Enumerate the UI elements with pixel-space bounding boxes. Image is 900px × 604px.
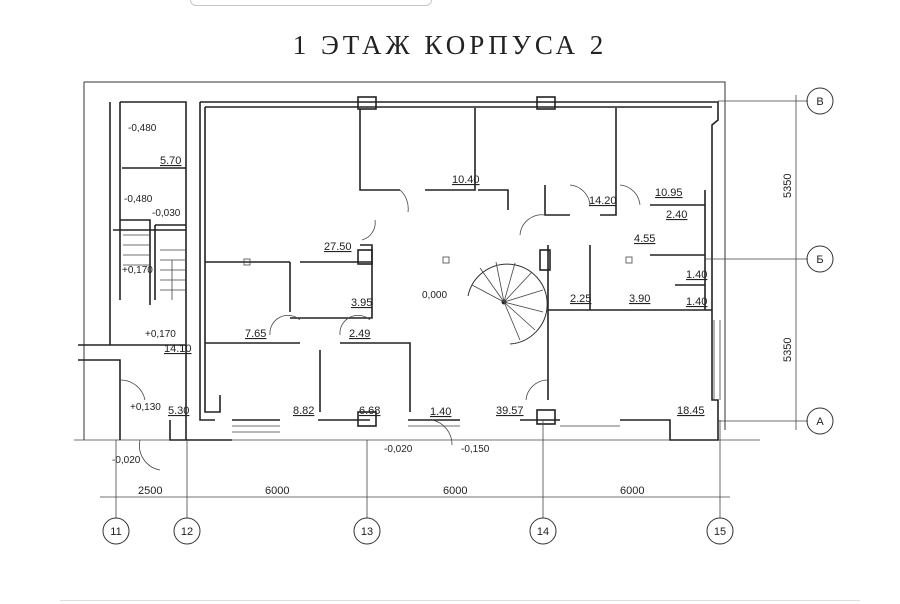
axis-label: В bbox=[816, 96, 823, 108]
room-area: 39.57 bbox=[496, 405, 524, 417]
level-mark: +0,130 bbox=[130, 402, 161, 413]
room-area: 14.10 bbox=[164, 343, 192, 355]
room-area: 5.70 bbox=[160, 155, 181, 167]
room-area: 1.40 bbox=[430, 406, 451, 418]
axis-label: 12 bbox=[181, 526, 193, 538]
dimension-label: 6000 bbox=[620, 485, 644, 497]
dimension-label: 5350 bbox=[782, 338, 794, 362]
dimension-lines: 2500 6000 6000 6000 5350 5350 bbox=[100, 95, 808, 518]
axis-label: 11 bbox=[110, 526, 121, 538]
level-marks: -0,480 -0,480 -0,030 +0,170 +0,170 +0,13… bbox=[112, 123, 490, 466]
room-area: 27.50 bbox=[324, 241, 352, 253]
level-mark: -0,480 bbox=[128, 123, 157, 134]
dimension-label: 6000 bbox=[265, 485, 289, 497]
level-mark: -0,020 bbox=[112, 455, 141, 466]
room-area: 4.55 bbox=[634, 233, 655, 245]
level-mark: -0,480 bbox=[124, 194, 153, 205]
axis-label: 14 bbox=[537, 526, 549, 538]
room-area: 1.40 bbox=[686, 269, 707, 281]
dimension-label: 6000 bbox=[443, 485, 467, 497]
room-area: 10.95 bbox=[655, 187, 683, 199]
plan-title: 1 ЭТАЖ КОРПУСА 2 bbox=[292, 30, 608, 60]
level-mark: -0,150 bbox=[461, 444, 490, 455]
room-area-labels: 5.70 10.40 14.20 10.95 2.40 4.55 27.50 3… bbox=[160, 155, 707, 418]
axis-label: 15 bbox=[714, 526, 726, 538]
room-area: 7.65 bbox=[245, 328, 266, 340]
level-mark: -0,020 bbox=[384, 444, 413, 455]
room-area: 3.95 bbox=[351, 297, 372, 309]
level-mark: +0,170 bbox=[122, 265, 153, 276]
level-mark: +0,170 bbox=[145, 329, 176, 340]
room-area: 8.82 bbox=[293, 405, 314, 417]
room-area: 2.25 bbox=[570, 293, 591, 305]
level-mark: -0,030 bbox=[152, 208, 181, 219]
doors bbox=[119, 184, 641, 471]
dimension-label: 5350 bbox=[782, 174, 794, 198]
spiral-staircase bbox=[467, 261, 548, 345]
level-mark: 0,000 bbox=[422, 290, 447, 301]
windows bbox=[232, 320, 721, 433]
frame-lines bbox=[74, 81, 760, 441]
room-area: 10.40 bbox=[452, 174, 480, 186]
room-area: 14.20 bbox=[589, 195, 617, 207]
room-area: 2.40 bbox=[666, 209, 687, 221]
room-area: 1.40 bbox=[686, 296, 707, 308]
room-area: 18.45 bbox=[677, 405, 705, 417]
axis-label: 13 bbox=[361, 526, 373, 538]
axis-markers: 11 12 13 14 15 В Б А bbox=[102, 87, 834, 545]
room-area: 2.49 bbox=[349, 328, 370, 340]
dimension-label: 2500 bbox=[138, 485, 162, 497]
room-area: 3.90 bbox=[629, 293, 650, 305]
straight-staircase bbox=[123, 234, 185, 300]
walls bbox=[78, 96, 719, 441]
axis-label: А bbox=[816, 416, 824, 428]
room-area: 5.30 bbox=[168, 405, 189, 417]
room-area: 6.68 bbox=[359, 405, 380, 417]
divider bbox=[60, 600, 860, 601]
axis-label: Б bbox=[816, 254, 823, 266]
